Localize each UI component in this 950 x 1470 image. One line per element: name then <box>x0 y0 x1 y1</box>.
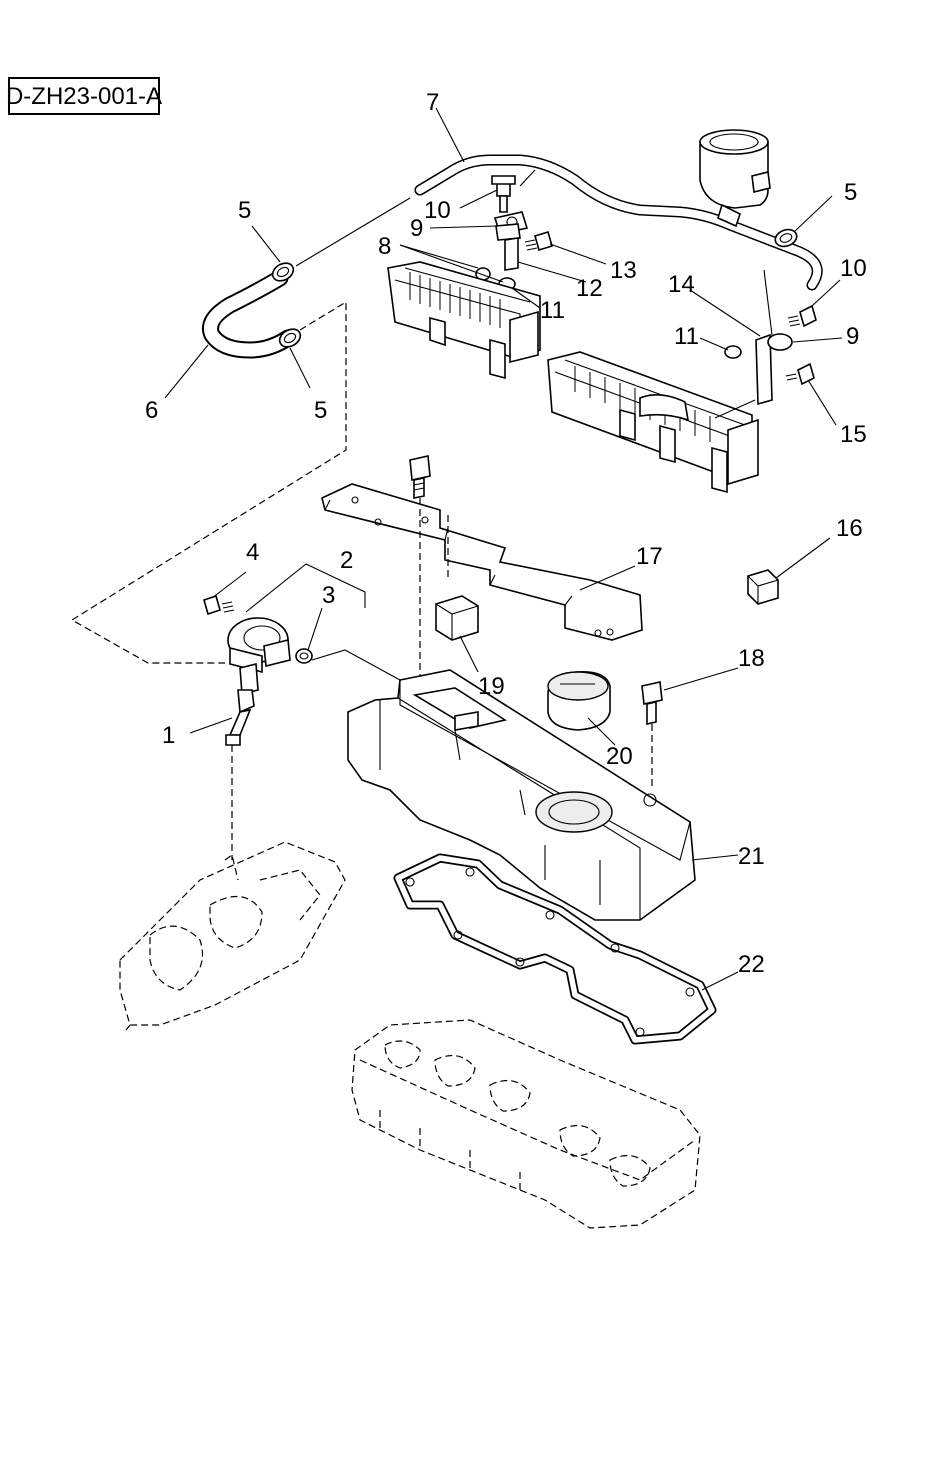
callout-1: 1 <box>162 722 175 749</box>
callout-22: 22 <box>738 951 765 978</box>
grommet-19 <box>436 596 478 640</box>
clip-bracket-right <box>725 270 816 404</box>
clip-bracket-left <box>476 176 552 290</box>
intake-manifold-upper <box>388 262 540 378</box>
breather-tube <box>226 690 254 860</box>
cover-bolt <box>642 682 662 790</box>
callout-13: 13 <box>610 257 637 284</box>
callout-14: 14 <box>668 271 695 298</box>
breather-hose <box>210 278 288 350</box>
callout-11b: 11 <box>674 323 699 350</box>
callout-12: 12 <box>576 275 603 302</box>
callout-8: 8 <box>378 233 391 260</box>
intake-elbow <box>700 130 770 226</box>
grommet-16 <box>748 570 778 604</box>
callout-5b: 5 <box>314 397 327 424</box>
oil-filler-cap <box>548 672 610 730</box>
callout-17: 17 <box>636 543 663 570</box>
drawing-code: D-ZH23-001-A <box>6 83 162 110</box>
gear-case-outline <box>120 842 345 1030</box>
callout-4: 4 <box>246 539 259 566</box>
callout-9a: 9 <box>410 215 423 242</box>
callout-9b: 9 <box>846 323 859 350</box>
callout-6: 6 <box>145 397 158 424</box>
callout-7: 7 <box>426 89 439 116</box>
callout-19: 19 <box>478 673 505 700</box>
callout-18: 18 <box>738 645 765 672</box>
drawing-code-box: D-ZH23-001-A <box>6 78 162 114</box>
callout-21: 21 <box>738 843 765 870</box>
callout-20: 20 <box>606 743 633 770</box>
callout-15: 15 <box>840 421 867 448</box>
breather-valve <box>204 564 400 694</box>
cylinder-head-outline <box>352 1020 700 1228</box>
callout-10a: 10 <box>424 197 451 224</box>
callout-2: 2 <box>340 547 353 574</box>
callout-10b: 10 <box>840 255 867 282</box>
callout-16: 16 <box>836 515 863 542</box>
callout-5a: 5 <box>238 197 251 224</box>
callout-11a: 11 <box>540 297 565 324</box>
bracket-plate <box>322 484 642 640</box>
callout-3: 3 <box>322 582 335 609</box>
callout-5c: 5 <box>844 179 857 206</box>
intake-manifold-lower <box>548 352 758 492</box>
